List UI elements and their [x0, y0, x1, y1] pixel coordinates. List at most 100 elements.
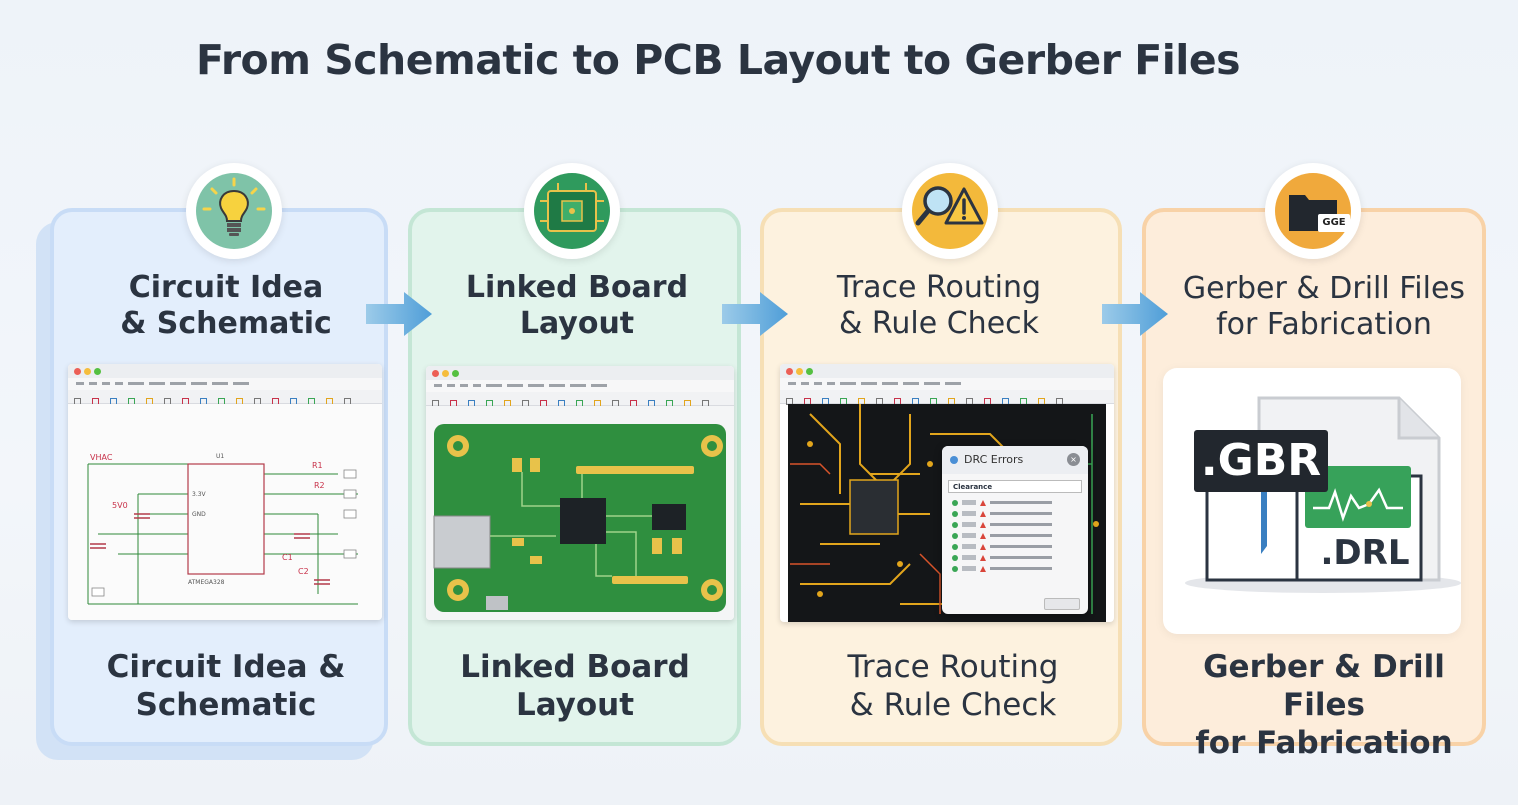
pin-label: GND [192, 511, 206, 518]
drc-errors-dialog: DRC Errors × Clearance [942, 446, 1088, 614]
drc-error-row[interactable] [942, 552, 1088, 563]
menu-item[interactable] [486, 384, 502, 387]
net-label: R2 [314, 481, 325, 490]
lightbulb-icon [186, 163, 282, 259]
menu-item[interactable] [170, 382, 186, 385]
drc-error-row[interactable] [942, 563, 1088, 574]
menu-item[interactable] [861, 382, 877, 385]
drc-row-bar [990, 512, 1052, 515]
board-toolbar [426, 392, 734, 407]
pin-label: 3.3V [192, 491, 207, 498]
warning-icon [980, 543, 986, 550]
status-dot-icon [952, 521, 958, 528]
board-layout-window [426, 366, 734, 620]
menu-item[interactable] [115, 382, 123, 385]
drc-row-bar [990, 523, 1052, 526]
menu-item[interactable] [570, 384, 586, 387]
net-label: C1 [282, 553, 293, 562]
schematic-toolbar [68, 390, 382, 405]
close-icon[interactable]: × [1067, 453, 1080, 466]
menu-item[interactable] [473, 384, 481, 387]
menu-item[interactable] [840, 382, 856, 385]
menu-item[interactable] [507, 384, 523, 387]
file-documents-icon [1185, 396, 1461, 593]
warning-icon [980, 554, 986, 561]
drc-error-row[interactable] [942, 497, 1088, 508]
menu-item[interactable] [102, 382, 110, 385]
folder-icon [1265, 163, 1361, 259]
menu-item[interactable] [89, 382, 97, 385]
menu-item[interactable] [128, 382, 144, 385]
info-icon [950, 456, 958, 464]
drc-row-bar [990, 501, 1052, 504]
drc-error-row[interactable] [942, 519, 1088, 530]
arrow-right-icon [722, 292, 788, 336]
layer-swatch [962, 544, 976, 549]
chip-ref: U1 [216, 453, 224, 460]
menu-item[interactable] [212, 382, 228, 385]
menu-item[interactable] [233, 382, 249, 385]
menu-item[interactable] [814, 382, 822, 385]
layer-swatch [962, 533, 976, 538]
menu-item[interactable] [149, 382, 165, 385]
drl-file-label: .DRL [1320, 533, 1410, 573]
arrow-right-icon [1102, 292, 1168, 336]
menu-item[interactable] [447, 384, 455, 387]
menu-item[interactable] [788, 382, 796, 385]
drc-error-row[interactable] [942, 508, 1088, 519]
menu-item[interactable] [882, 382, 898, 385]
status-dot-icon [952, 499, 958, 506]
step3-heading: Trace Routing & Rule Check [836, 270, 1042, 341]
status-dot-icon [952, 510, 958, 517]
step1-footer: Circuit Idea & Schematic [106, 649, 346, 723]
menu-item[interactable] [924, 382, 940, 385]
gbr-file-label: .GBR [1194, 430, 1328, 492]
warning-icon [980, 510, 986, 517]
step4-heading: Gerber & Drill Files for Fabrication [1182, 271, 1466, 342]
drc-error-list [942, 497, 1088, 574]
drc-title: DRC Errors [964, 453, 1024, 466]
step2-heading: Linked Board Layout [465, 270, 689, 341]
menu-item[interactable] [76, 382, 84, 385]
drc-filter-select[interactable]: Clearance [948, 480, 1082, 493]
menu-item[interactable] [434, 384, 442, 387]
warning-icon [980, 532, 986, 539]
routing-toolbar [780, 390, 1114, 405]
drc-ok-button[interactable] [1044, 598, 1080, 610]
magnifier-warning-icon [902, 163, 998, 259]
board-menubar [426, 380, 734, 392]
status-dot-icon [952, 565, 958, 572]
warning-icon [980, 521, 986, 528]
routing-menubar [780, 378, 1114, 390]
layer-swatch [962, 500, 976, 505]
status-dot-icon [952, 554, 958, 561]
pcb-chip-icon [524, 163, 620, 259]
drc-row-bar [990, 556, 1052, 559]
menu-item[interactable] [549, 384, 565, 387]
menu-item[interactable] [191, 382, 207, 385]
layer-swatch [962, 511, 976, 516]
layer-swatch [962, 566, 976, 571]
status-dot-icon [952, 532, 958, 539]
menu-item[interactable] [903, 382, 919, 385]
drc-error-row[interactable] [942, 530, 1088, 541]
menu-item[interactable] [827, 382, 835, 385]
net-label: C2 [298, 567, 309, 576]
page-title: From Schematic to PCB Layout to Gerber F… [195, 36, 1241, 84]
chip-label: ATMEGA328 [188, 579, 225, 586]
arrow-right-icon [366, 292, 432, 336]
menu-item[interactable] [528, 384, 544, 387]
menu-item[interactable] [591, 384, 607, 387]
net-label: 5V0 [112, 501, 128, 510]
status-dot-icon [952, 543, 958, 550]
menu-item[interactable] [945, 382, 961, 385]
menu-item[interactable] [460, 384, 468, 387]
pcb-board [426, 406, 734, 620]
step3-footer: Trace Routing & Rule Check [847, 649, 1059, 723]
step4-footer: Gerber & Drill Files for Fabrication [1195, 649, 1453, 761]
folder-tag: GGE [1318, 214, 1350, 232]
menu-item[interactable] [801, 382, 809, 385]
net-label: R1 [312, 461, 323, 470]
drc-error-row[interactable] [942, 541, 1088, 552]
layer-swatch [962, 522, 976, 527]
